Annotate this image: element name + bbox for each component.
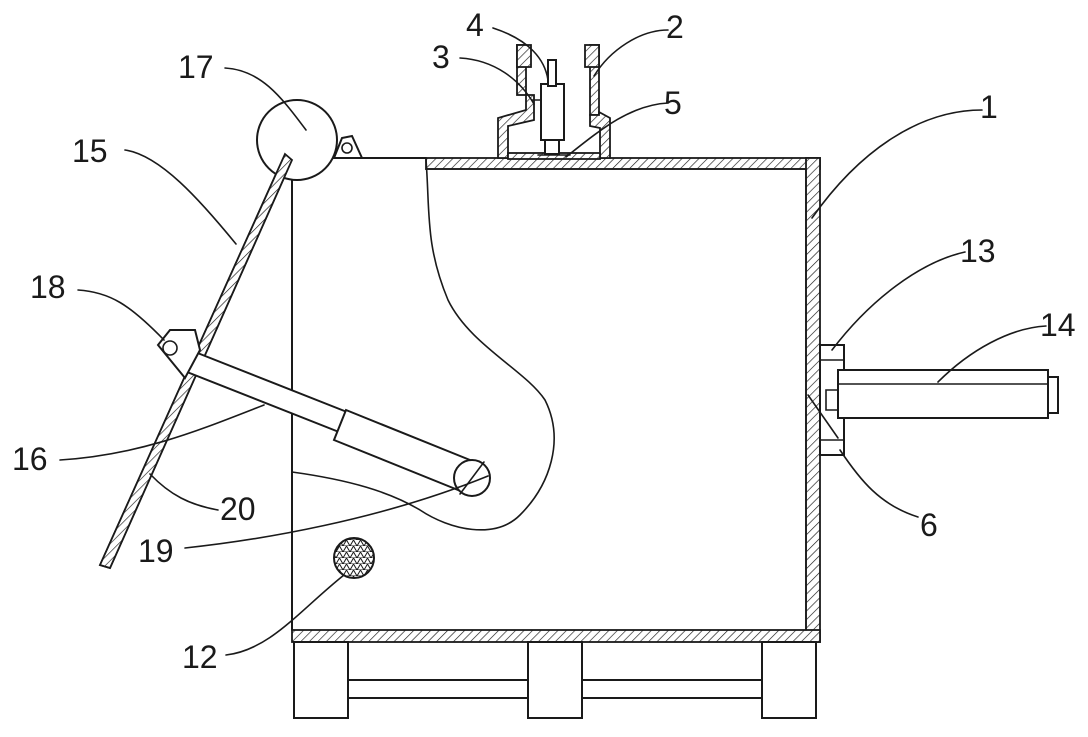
callout-20: 20 [220,491,256,527]
callout-4: 4 [466,7,484,43]
foot-right [762,642,816,718]
leader-18 [78,290,164,340]
callout-19: 19 [138,533,174,569]
callout-6: 6 [920,507,938,543]
housing-right-wall [806,158,820,642]
callout-12: 12 [182,639,218,675]
arm-rod [187,352,347,432]
housing-bottom-wall [292,630,820,642]
hinge-wheel [257,100,337,180]
leader-1 [812,110,982,218]
housing-inner-line [426,169,806,630]
leader-20 [150,474,218,510]
mesh-ball [334,538,374,578]
leader-13 [832,252,965,350]
leader-5 [566,103,668,157]
callout-15: 15 [72,133,108,169]
leader-2 [594,30,668,76]
inlet-pipe-lip-right [585,45,599,67]
actuator-rod [548,60,556,86]
leader-15 [125,150,236,244]
arm-cylinder [334,410,470,490]
callout-13: 13 [960,233,996,269]
inlet-assembly [498,45,610,159]
hinge-bracket [334,136,362,158]
actuator-body [541,84,564,140]
leader-6 [840,450,918,517]
base-rail-right [582,680,762,698]
callout-17: 17 [178,49,214,85]
inlet-pipe-lip-left [517,45,531,67]
callout-18: 18 [30,269,66,305]
actuator-tip [545,140,559,154]
callout-16: 16 [12,441,48,477]
foot-left [294,642,348,718]
inlet-flange-right [590,112,610,158]
callout-1: 1 [980,89,998,125]
actuator-arm [158,330,490,496]
foot-middle [528,642,582,718]
callout-3: 3 [432,39,450,75]
callout-5: 5 [664,85,682,121]
outlet-pipe-cap [1048,377,1058,413]
inlet-flange-left [498,95,534,158]
side-outlet [808,345,1058,455]
housing-top-wall [426,158,820,169]
base-rail-left [348,680,528,698]
base-frame [294,642,816,718]
callout-14: 14 [1040,307,1076,343]
callout-2: 2 [666,9,684,45]
